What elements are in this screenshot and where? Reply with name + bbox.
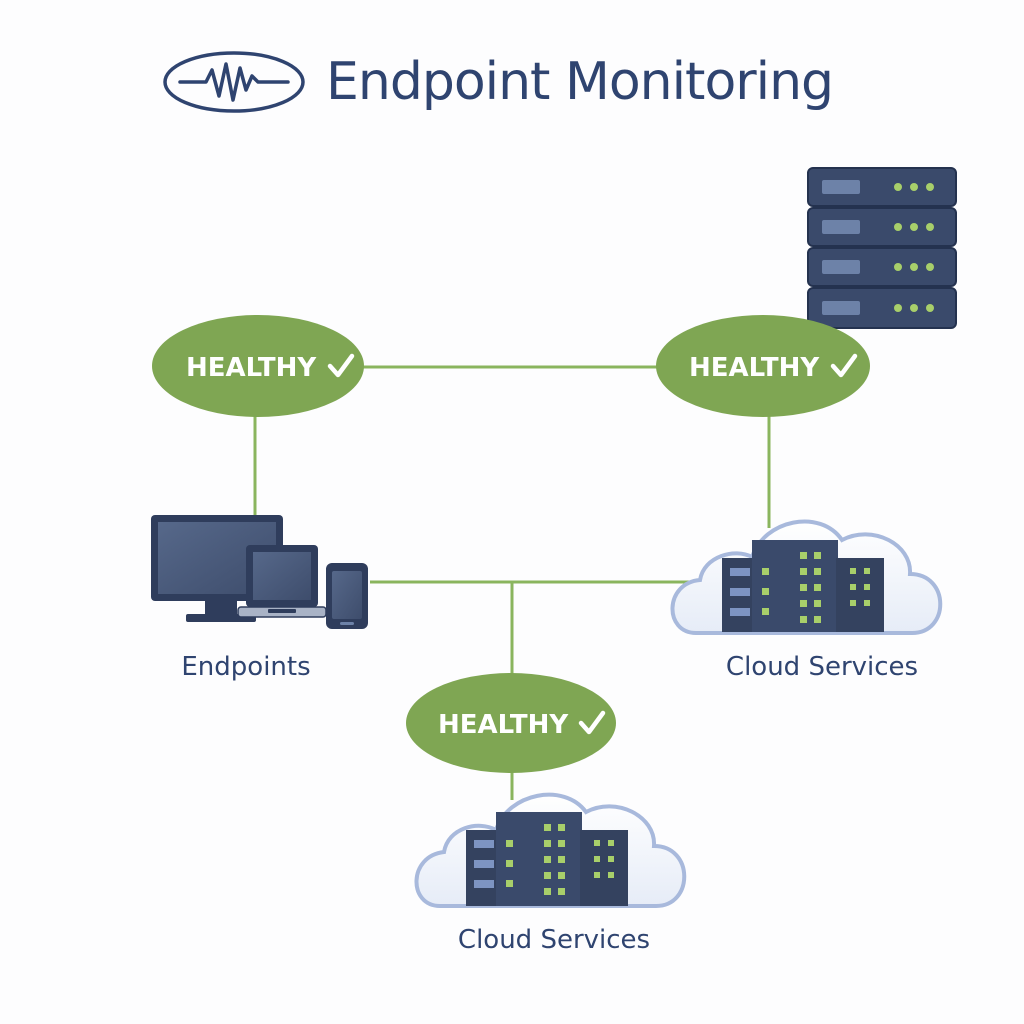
phone-icon: [326, 563, 368, 629]
cloud-services-bottom-label: Cloud Services: [457, 925, 651, 955]
checkmark-icon: [578, 710, 606, 735]
status-badge-label: HEALTHY: [186, 353, 317, 383]
endpoints-label: Endpoints: [181, 652, 311, 682]
server-rack-icon: [807, 167, 957, 329]
status-badge-label: HEALTHY: [689, 353, 820, 383]
status-badge-label: HEALTHY: [438, 710, 569, 740]
cloud-services-right-label: Cloud Services: [725, 652, 919, 682]
page-title: Endpoint Monitoring: [326, 52, 834, 112]
laptop-icon: [237, 545, 327, 618]
cloud-datacenter-icon: [670, 519, 943, 635]
checkmark-icon: [327, 353, 355, 378]
cloud-datacenter-icon: [414, 792, 687, 908]
connector-lines: [253, 365, 771, 800]
status-badge-bottom: HEALTHY: [406, 673, 616, 773]
devices-icon: [151, 515, 368, 629]
checkmark-icon: [830, 353, 858, 378]
heartbeat-pulse-icon: [163, 51, 305, 113]
status-badge-left: HEALTHY: [152, 315, 364, 417]
status-badge-right: HEALTHY: [656, 315, 870, 417]
